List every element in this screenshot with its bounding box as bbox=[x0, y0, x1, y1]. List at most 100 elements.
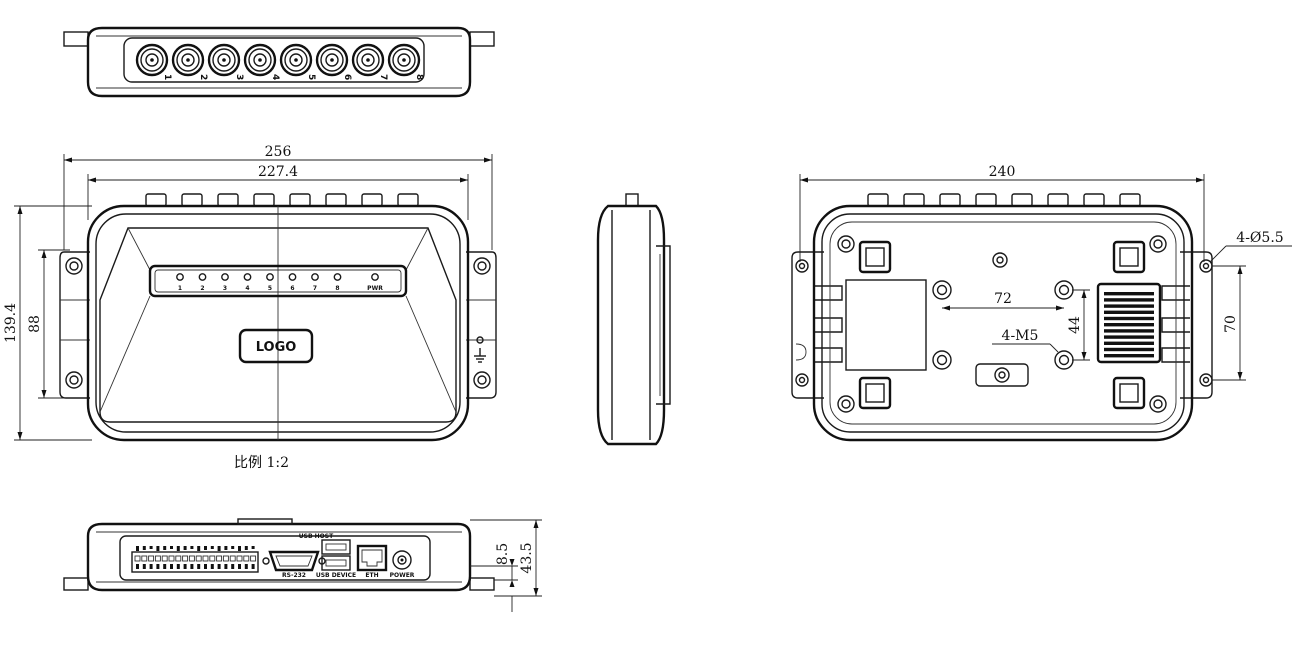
dim-hole-pitch-v: 70 bbox=[1223, 315, 1239, 333]
heatsink-fin bbox=[1104, 304, 1154, 308]
scale-note: 比例 1:2 bbox=[234, 455, 289, 471]
led-6: 6 bbox=[288, 273, 297, 292]
antenna-stub-group bbox=[145, 193, 419, 207]
terminal-pin bbox=[134, 555, 141, 562]
terminal-screw bbox=[231, 564, 235, 569]
terminal-screw bbox=[224, 564, 228, 569]
heatsink-fins bbox=[1096, 282, 1162, 364]
antenna-stub bbox=[975, 193, 997, 207]
led-pwr: PWR bbox=[367, 273, 383, 292]
terminal-tab bbox=[251, 546, 255, 549]
antenna-stub bbox=[289, 193, 311, 207]
eth-label: ETH bbox=[365, 572, 378, 579]
terminal-screw bbox=[136, 564, 139, 569]
ground-icon bbox=[474, 336, 486, 363]
led-label: 6 bbox=[290, 285, 294, 292]
logo-text: LOGO bbox=[256, 340, 297, 355]
terminal-tab bbox=[217, 546, 221, 551]
heatsink-fin bbox=[1104, 298, 1154, 302]
terminal-screw bbox=[163, 564, 167, 569]
terminal-tab bbox=[149, 546, 153, 549]
usb-device-label: USB DEVICE bbox=[316, 572, 356, 579]
dim-thread-pitch-v: 44 bbox=[1067, 316, 1083, 334]
terminal-screw bbox=[149, 564, 153, 569]
terminal-tab bbox=[156, 546, 160, 551]
terminal-tab bbox=[210, 546, 214, 549]
bottom-view: USB HOST RS-232 USB DEVICE ETH POWER 8.5… bbox=[63, 518, 542, 612]
antenna-port-6: 6 bbox=[315, 43, 352, 80]
antenna-stub bbox=[253, 193, 275, 207]
antenna-port-8: 8 bbox=[387, 43, 424, 80]
terminal-tab bbox=[170, 546, 173, 549]
side-view bbox=[596, 193, 671, 446]
antenna-port-2: 2 bbox=[171, 43, 208, 80]
dim-height-mount: 88 bbox=[27, 315, 43, 333]
heatsink-fin bbox=[1104, 329, 1154, 333]
terminal-pin bbox=[216, 555, 223, 562]
terminal-pin bbox=[222, 555, 229, 562]
antenna-stub bbox=[1083, 193, 1105, 207]
terminal-screw bbox=[197, 564, 201, 569]
port-label: 1 bbox=[162, 74, 172, 80]
heatsink-fin bbox=[1104, 347, 1154, 352]
terminal-screw bbox=[156, 564, 160, 569]
led-3: 3 bbox=[221, 273, 229, 292]
terminal-screw bbox=[170, 564, 173, 569]
antenna-port-5: 5 bbox=[279, 43, 316, 80]
antenna-stub bbox=[181, 193, 203, 207]
terminal-pin bbox=[195, 555, 202, 562]
terminal-screw bbox=[244, 564, 248, 569]
terminal-tab bbox=[224, 546, 228, 550]
terminal-screw bbox=[183, 564, 187, 569]
dim-thread-pitch-h: 72 bbox=[994, 291, 1012, 307]
led-label: 8 bbox=[335, 285, 339, 292]
terminal-pin bbox=[209, 555, 216, 562]
port-label: 6 bbox=[342, 74, 352, 80]
led-5: 5 bbox=[266, 273, 274, 292]
heatsink-fin bbox=[1104, 316, 1154, 321]
dim-thickness-body: 8.5 bbox=[495, 543, 511, 565]
antenna-port-1: 1 bbox=[135, 43, 172, 80]
heatsink-fin bbox=[1104, 292, 1154, 296]
antenna-port-4: 4 bbox=[243, 43, 280, 80]
heatsink-fin bbox=[1104, 323, 1154, 327]
terminal-pin bbox=[243, 555, 250, 562]
port-label: 4 bbox=[270, 74, 280, 80]
led-1: 1 bbox=[176, 273, 184, 292]
heatsink-fin bbox=[1104, 341, 1154, 345]
terminal-tab bbox=[190, 546, 194, 549]
port-label: 8 bbox=[414, 74, 424, 80]
terminal-pin bbox=[182, 555, 189, 562]
dim-thickness-total: 43.5 bbox=[519, 542, 535, 573]
terminal-tab bbox=[142, 546, 146, 550]
antenna-stub bbox=[867, 193, 889, 207]
terminal-pin bbox=[148, 555, 155, 562]
antenna-stub bbox=[939, 193, 961, 207]
terminal-tab bbox=[197, 546, 201, 551]
port-label: 7 bbox=[378, 74, 388, 80]
led-7: 7 bbox=[311, 273, 319, 292]
antenna-stub bbox=[217, 193, 239, 207]
antenna-stub bbox=[1011, 193, 1033, 207]
antenna-stub bbox=[397, 193, 419, 207]
port-label: 2 bbox=[198, 74, 208, 80]
led-label: 7 bbox=[313, 285, 317, 292]
port-label: 3 bbox=[234, 74, 244, 80]
hole-spec-label: 4-Ø5.5 bbox=[1236, 230, 1283, 246]
terminal-screw bbox=[210, 564, 214, 569]
back-antenna-stub-group bbox=[867, 193, 1141, 207]
led-8: 8 bbox=[333, 273, 342, 292]
led-label: 3 bbox=[223, 285, 227, 292]
power-label: POWER bbox=[390, 572, 415, 579]
led-label: PWR bbox=[367, 285, 383, 292]
rs232-label: RS-232 bbox=[282, 572, 306, 579]
terminal-screw bbox=[176, 564, 180, 569]
led-2: 2 bbox=[198, 273, 207, 292]
led-label: 5 bbox=[268, 285, 272, 292]
antenna-stub bbox=[325, 193, 347, 207]
terminal-tab bbox=[244, 546, 248, 550]
